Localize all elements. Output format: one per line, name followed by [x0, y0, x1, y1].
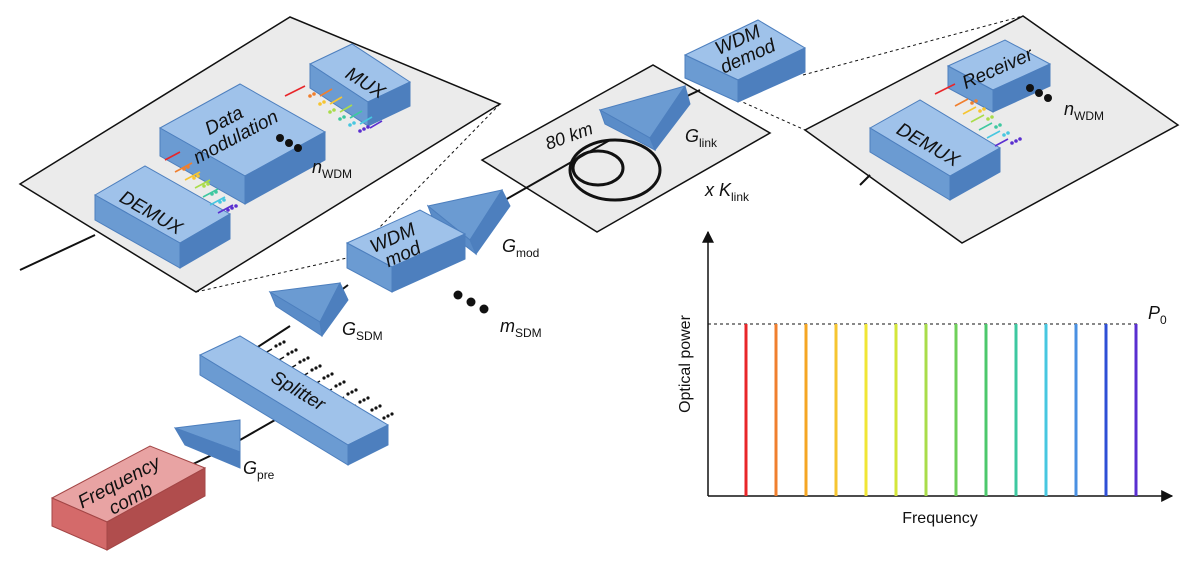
tx-demux-channels — [164, 151, 234, 214]
mux-channel-dots — [308, 92, 370, 133]
x-axis-label: Frequency — [902, 510, 978, 527]
p0-label: P0 — [1148, 303, 1167, 327]
tx-demux-channel-dots — [182, 165, 238, 212]
n-wdm-tx-label: nWDM — [312, 157, 352, 181]
rx-demux-channel-dots — [970, 99, 1022, 145]
rx-demux-channels — [934, 83, 1009, 147]
y-axis-label: Optical power — [677, 314, 694, 412]
amplifier-sdm — [268, 281, 349, 338]
k-link-label: x Klink — [704, 180, 750, 204]
mux-box: MUX — [308, 43, 412, 127]
ellipsis-n-wdm-rx — [1026, 84, 1052, 102]
splitter-box: Splitter — [198, 335, 390, 466]
n-wdm-rx-label: nWDM — [1064, 99, 1104, 123]
frequency-comb-box: Frequency comb — [50, 445, 207, 551]
receiver-zoom-panel — [803, 15, 1180, 244]
spectrum-lines — [744, 324, 1138, 496]
spectrum-plot: Optical power Frequency P0 — [677, 230, 1174, 527]
amplifier-link — [598, 84, 691, 152]
ellipsis-m-sdm — [453, 290, 489, 314]
splitter-output-dots — [274, 340, 394, 420]
wdm-demod-box: WDM demod — [683, 19, 807, 103]
tx-demux-box: DEMUX — [93, 165, 232, 269]
data-modulation-box: Data modulation — [158, 83, 327, 205]
g-sdm-label: GSDM — [342, 319, 383, 343]
ellipsis-n-wdm-tx — [276, 134, 302, 152]
rx-zoom-connectors — [737, 15, 1024, 131]
tx-zoom-connectors — [195, 103, 501, 293]
rx-demux-box: DEMUX — [869, 99, 1001, 201]
g-link-label: Glink — [685, 126, 718, 150]
m-sdm-label: mSDM — [500, 316, 542, 340]
link-panel — [480, 64, 772, 233]
amplifier-pre — [173, 419, 241, 469]
fiber-spool — [568, 138, 662, 202]
wdm-mod-box: WDM mod — [345, 209, 467, 293]
g-pre-label: Gpre — [243, 458, 275, 482]
mux-channels — [284, 85, 383, 129]
g-mod-label: Gmod — [502, 236, 539, 260]
